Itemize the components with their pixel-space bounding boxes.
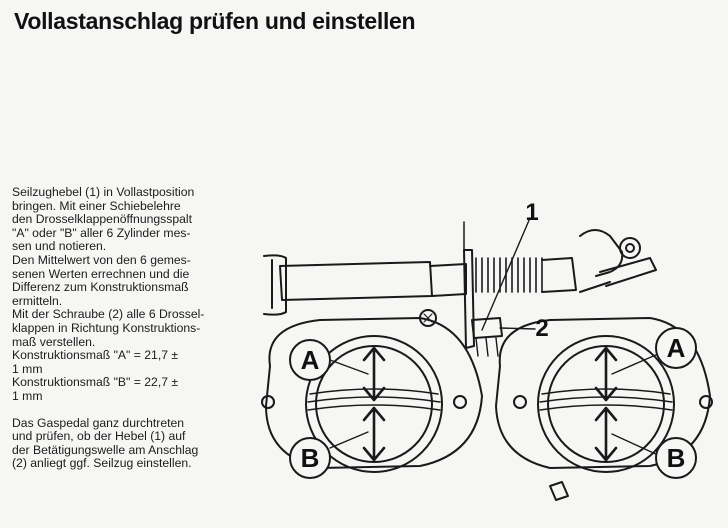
text-line: maß verstellen. bbox=[12, 334, 96, 349]
text-line: 1 mm bbox=[12, 361, 43, 376]
label-b-right-circle bbox=[655, 437, 697, 479]
label-a-right: A bbox=[667, 333, 686, 363]
callout-2: 2 bbox=[535, 315, 548, 342]
gap-arrow-b-left bbox=[362, 406, 386, 462]
text-line: "A" oder "B" aller 6 Zylinder mes- bbox=[12, 225, 191, 240]
label-a-left-circle bbox=[289, 339, 331, 381]
return-spring bbox=[475, 257, 543, 293]
label-b-left-circle bbox=[289, 437, 331, 479]
right-bore bbox=[537, 335, 675, 473]
text-line: Das Gaspedal ganz durchtreten bbox=[12, 415, 185, 430]
gap-arrow-a-right bbox=[594, 346, 618, 402]
left-bore bbox=[305, 335, 443, 473]
instructions-text: Seilzughebel (1) in Vollastposition brin… bbox=[12, 185, 244, 471]
lever-1 bbox=[463, 249, 475, 349]
gap-arrow-a-left bbox=[362, 346, 386, 402]
text-line: 1 mm bbox=[12, 388, 43, 403]
gap-arrow-b-right bbox=[594, 406, 618, 462]
text-line: den Drosselklappenöffnungsspalt bbox=[12, 212, 193, 227]
text-line: Den Mittelwert von den 6 gemes- bbox=[12, 252, 191, 267]
right-flange bbox=[495, 317, 711, 469]
label-b-left: B bbox=[301, 443, 320, 473]
text-line: Konstruktionsmaß "A" = 21,7 ± bbox=[12, 348, 179, 363]
text-line: klappen in Richtung Konstruktions- bbox=[12, 320, 201, 335]
label-a-left: A bbox=[301, 345, 320, 375]
callout-1: 1 bbox=[525, 199, 538, 226]
stop-screw-2 bbox=[471, 317, 503, 339]
label-a-right-circle bbox=[655, 327, 697, 369]
text-line: der Betätigungswelle am Anschlag bbox=[12, 442, 199, 457]
text-line: Seilzughebel (1) in Vollastposition bbox=[12, 185, 195, 199]
throttle-body-illustration: A B A B 1 2 bbox=[250, 196, 720, 522]
text-line: Mit der Schraube (2) alle 6 Drossel- bbox=[12, 307, 205, 322]
paragraph-gap bbox=[12, 404, 244, 417]
text-line: ermitteln. bbox=[12, 293, 63, 308]
text-line: sen und notieren. bbox=[12, 239, 107, 254]
text-line: (2) anliegt ggf. Seilzug einstellen. bbox=[12, 456, 192, 471]
text-line: senen Werten errechnen und die bbox=[12, 266, 190, 281]
page-title: Vollastanschlag prüfen und einstellen bbox=[14, 8, 416, 34]
text-line: Konstruktionsmaß "B" = 22,7 ± bbox=[12, 375, 179, 390]
throttle-shaft bbox=[279, 261, 433, 301]
throttle-body-drawing: A B A B 1 2 bbox=[261, 199, 713, 501]
label-b-right: B bbox=[667, 443, 686, 473]
text-line: bringen. Mit einer Schiebelehre bbox=[12, 198, 181, 213]
text-line: und prüfen, ob der Hebel (1) auf bbox=[12, 429, 186, 444]
text-line: Differenz zum Konstruktionsmaß bbox=[12, 280, 189, 295]
